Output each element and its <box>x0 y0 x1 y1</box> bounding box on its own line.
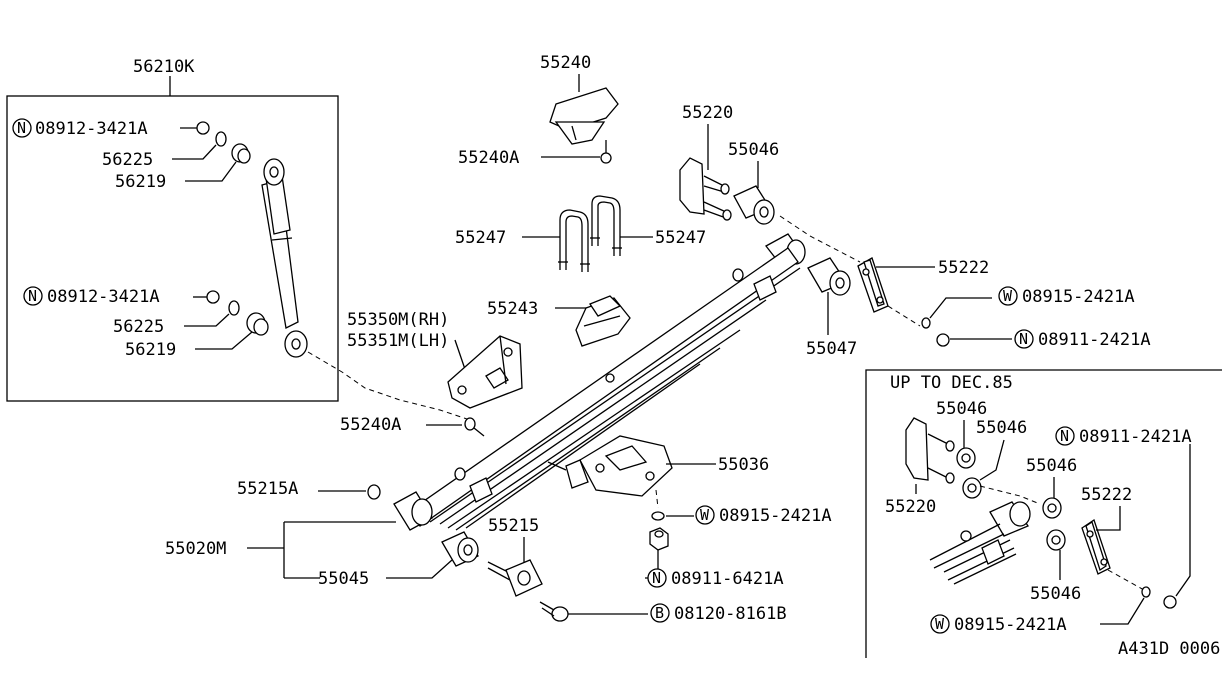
part-number-55215[interactable]: 55215 <box>488 516 539 536</box>
shock-absorber-box <box>6 95 339 402</box>
nut-prefix: N <box>652 569 661 587</box>
diagram-id: A431D 0006 <box>1118 639 1220 659</box>
nut-symbol <box>23 286 43 306</box>
part-number-55046-top[interactable]: 55046 <box>728 140 779 160</box>
part-number-08912-3421A-lower[interactable]: 08912-3421A <box>47 287 160 307</box>
part-number-56219-lower[interactable]: 56219 <box>125 340 176 360</box>
part-number-55243[interactable]: 55243 <box>487 299 538 319</box>
spring-seat <box>547 435 673 497</box>
bolt-08120-8161B <box>539 601 569 622</box>
grease-nipple <box>367 484 381 500</box>
inset-part-number-08911-2421A[interactable]: 08911-2421A <box>1079 427 1192 447</box>
shackle-plate <box>857 257 889 313</box>
inset-part-number-55046-b[interactable]: 55046 <box>976 418 1027 438</box>
part-number-08911-6421A[interactable]: 08911-6421A <box>671 569 784 589</box>
inset-part-number-55046-a[interactable]: 55046 <box>936 399 987 419</box>
part-number-56225-lower[interactable]: 56225 <box>113 317 164 337</box>
shock-lower-hardware <box>206 290 269 336</box>
part-number-55020M[interactable]: 55020M <box>165 539 226 559</box>
nut-prefix: N <box>1019 330 1028 348</box>
part-number-08911-2421A-top[interactable]: 08911-2421A <box>1038 330 1151 350</box>
inset-title: UP TO DEC.85 <box>890 373 1013 393</box>
part-number-55240A-middle[interactable]: 55240A <box>340 415 401 435</box>
inset-part-number-08915-2421A[interactable]: 08915-2421A <box>954 615 1067 635</box>
bushing-55045 <box>441 531 479 567</box>
washer-prefix: W <box>700 506 710 524</box>
bushing-55047 <box>807 257 851 296</box>
washer-symbol <box>695 505 715 525</box>
inset-shackle-plate <box>1081 518 1111 575</box>
part-number-55240A-top[interactable]: 55240A <box>458 148 519 168</box>
part-number-55222[interactable]: 55222 <box>938 258 989 278</box>
part-number-55240[interactable]: 55240 <box>540 53 591 73</box>
part-number-55247-right[interactable]: 55247 <box>655 228 706 248</box>
washer-lower <box>651 511 665 521</box>
part-number-55220[interactable]: 55220 <box>682 103 733 123</box>
leaf-spring <box>407 247 801 531</box>
nut-prefix: N <box>17 119 26 137</box>
bump-stopper-bracket <box>549 87 619 145</box>
part-number-55351M[interactable]: 55351M(LH) <box>347 331 449 351</box>
shackle-pin <box>487 559 543 597</box>
part-number-08915-2421A-lower[interactable]: 08915-2421A <box>719 506 832 526</box>
part-number-08120-8161B[interactable]: 08120-8161B <box>674 604 787 624</box>
washer-prefix: W <box>935 615 945 633</box>
part-number-55350M[interactable]: 55350M(RH) <box>347 310 449 330</box>
washer-symbol <box>998 286 1018 306</box>
u-bolt-left <box>558 209 590 272</box>
bolt-55240A-middle <box>464 417 485 437</box>
washer-symbol <box>930 614 950 634</box>
inset-bushing-c <box>1042 497 1062 519</box>
inset-part-number-55220[interactable]: 55220 <box>885 497 936 517</box>
inset-bushing-d <box>1046 529 1066 551</box>
spring-rear-eye <box>393 491 433 531</box>
u-bolt-right <box>590 195 622 256</box>
nut-symbol <box>1014 329 1034 349</box>
part-number-08915-2421A-top[interactable]: 08915-2421A <box>1022 287 1135 307</box>
part-number-08912-3421A-upper[interactable]: 08912-3421A <box>35 119 148 139</box>
inset-leaf-spring <box>929 501 1031 585</box>
bolt-symbol <box>650 603 670 623</box>
part-number-55247-left[interactable]: 55247 <box>455 228 506 248</box>
nut-08911-6421A <box>649 527 669 551</box>
inset-part-number-55222[interactable]: 55222 <box>1081 485 1132 505</box>
part-number-56219-upper[interactable]: 56219 <box>115 172 166 192</box>
spring-bracket <box>447 335 523 409</box>
washer-prefix: W <box>1003 287 1013 305</box>
part-number-56210K[interactable]: 56210K <box>133 57 195 77</box>
part-number-56225-upper[interactable]: 56225 <box>102 150 153 170</box>
inset-part-number-55046-d[interactable]: 55046 <box>1030 584 1081 604</box>
inset-bushing-lower <box>962 477 982 499</box>
part-number-55215A[interactable]: 55215A <box>237 479 298 499</box>
nut-prefix: N <box>1060 427 1069 445</box>
nut-symbol <box>1055 426 1075 446</box>
spring-seat-pad <box>575 295 631 347</box>
bolt-prefix: B <box>655 604 664 622</box>
inset-washer <box>1141 586 1151 598</box>
part-number-55047[interactable]: 55047 <box>806 339 857 359</box>
inset-shackle-bracket <box>905 417 955 484</box>
inset-nut <box>1163 595 1177 609</box>
nut-symbol <box>647 568 667 588</box>
shackle-bracket <box>679 157 732 221</box>
nut-symbol <box>12 118 32 138</box>
shock-absorber <box>261 158 308 358</box>
shock-upper-hardware <box>196 121 251 164</box>
part-number-55045[interactable]: 55045 <box>318 569 369 589</box>
nut-prefix: N <box>28 287 37 305</box>
part-number-55036[interactable]: 55036 <box>718 455 769 475</box>
bolt-55240A-top <box>600 140 612 164</box>
bushing-55046 <box>733 185 775 225</box>
inset-part-number-55046-c[interactable]: 55046 <box>1026 456 1077 476</box>
inset-bushing-upper <box>956 447 976 469</box>
washer <box>921 317 931 329</box>
inset-frame <box>865 369 1222 658</box>
nut <box>936 333 950 347</box>
